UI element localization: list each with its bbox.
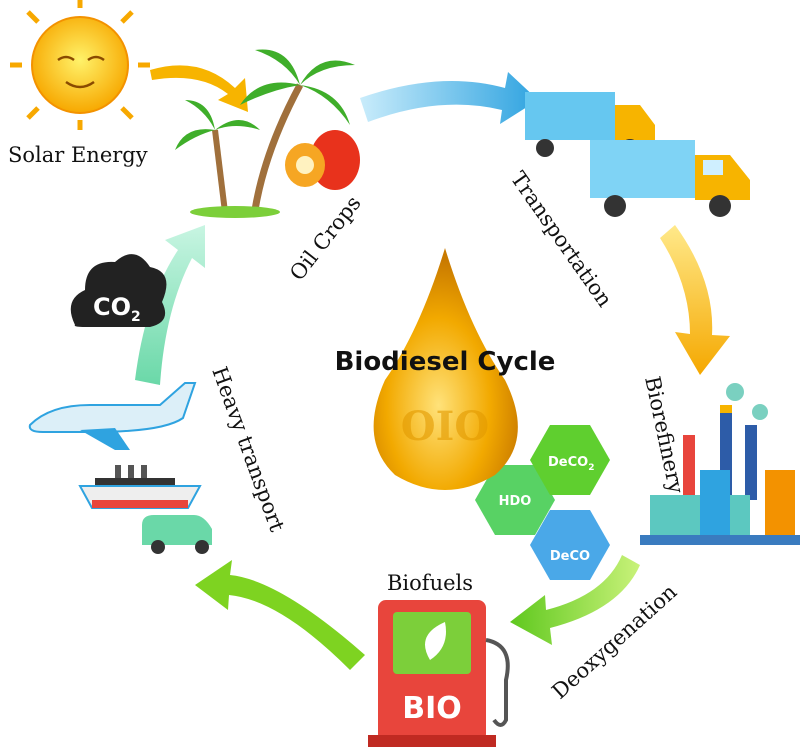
process-hdo: HDO [475, 465, 555, 535]
arrow-refinery-to-biofuels [510, 555, 640, 645]
label-solar-energy: Solar Energy [8, 143, 148, 167]
diagram-title: Biodiesel Cycle [335, 347, 556, 377]
oil-drop-icon: OIO [373, 248, 518, 490]
label-biorefinery: Biorefinery [640, 374, 688, 496]
arrow-transport-to-refinery [660, 225, 730, 375]
airplane-icon [28, 382, 197, 450]
process-hdo-label: HDO [499, 494, 532, 509]
arrow-sun-to-crops [150, 65, 248, 112]
truck-icon [590, 140, 750, 217]
label-biofuels: Biofuels [387, 571, 473, 595]
co2-text: CO [93, 293, 131, 321]
process-deco2-sub: 2 [588, 463, 594, 473]
drop-text: OIO [401, 403, 489, 450]
co2-sub: 2 [131, 309, 141, 325]
label-deoxygenation: Deoxygenation [547, 580, 681, 704]
ship-icon [78, 465, 202, 509]
label-heavy-transport: Heavy transport [207, 364, 289, 536]
pump-label: BIO [402, 691, 462, 726]
arrow-crops-to-transport [360, 72, 538, 124]
sun-icon [10, 0, 150, 130]
fuel-pump-icon: BIO [368, 600, 510, 747]
process-deco2-label: DeCO2 [548, 455, 594, 473]
co2-label: CO2 [93, 293, 141, 325]
process-deco: DeCO [530, 510, 610, 580]
process-deco2: DeCO2 [530, 425, 610, 495]
process-deco-label: DeCO [550, 549, 590, 564]
oil-palm-fruit-icon [285, 130, 360, 190]
palm-trees-icon [175, 49, 355, 218]
label-oil-crops: Oil Crops [285, 191, 366, 285]
process-deco2-text: DeCO [548, 455, 588, 470]
co2-cloud-icon: CO2 [70, 254, 167, 327]
factory-icon [640, 383, 800, 545]
car-icon [142, 515, 212, 554]
arrow-biofuels-to-transport [195, 560, 365, 670]
arrow-transport-to-crops [135, 225, 205, 385]
